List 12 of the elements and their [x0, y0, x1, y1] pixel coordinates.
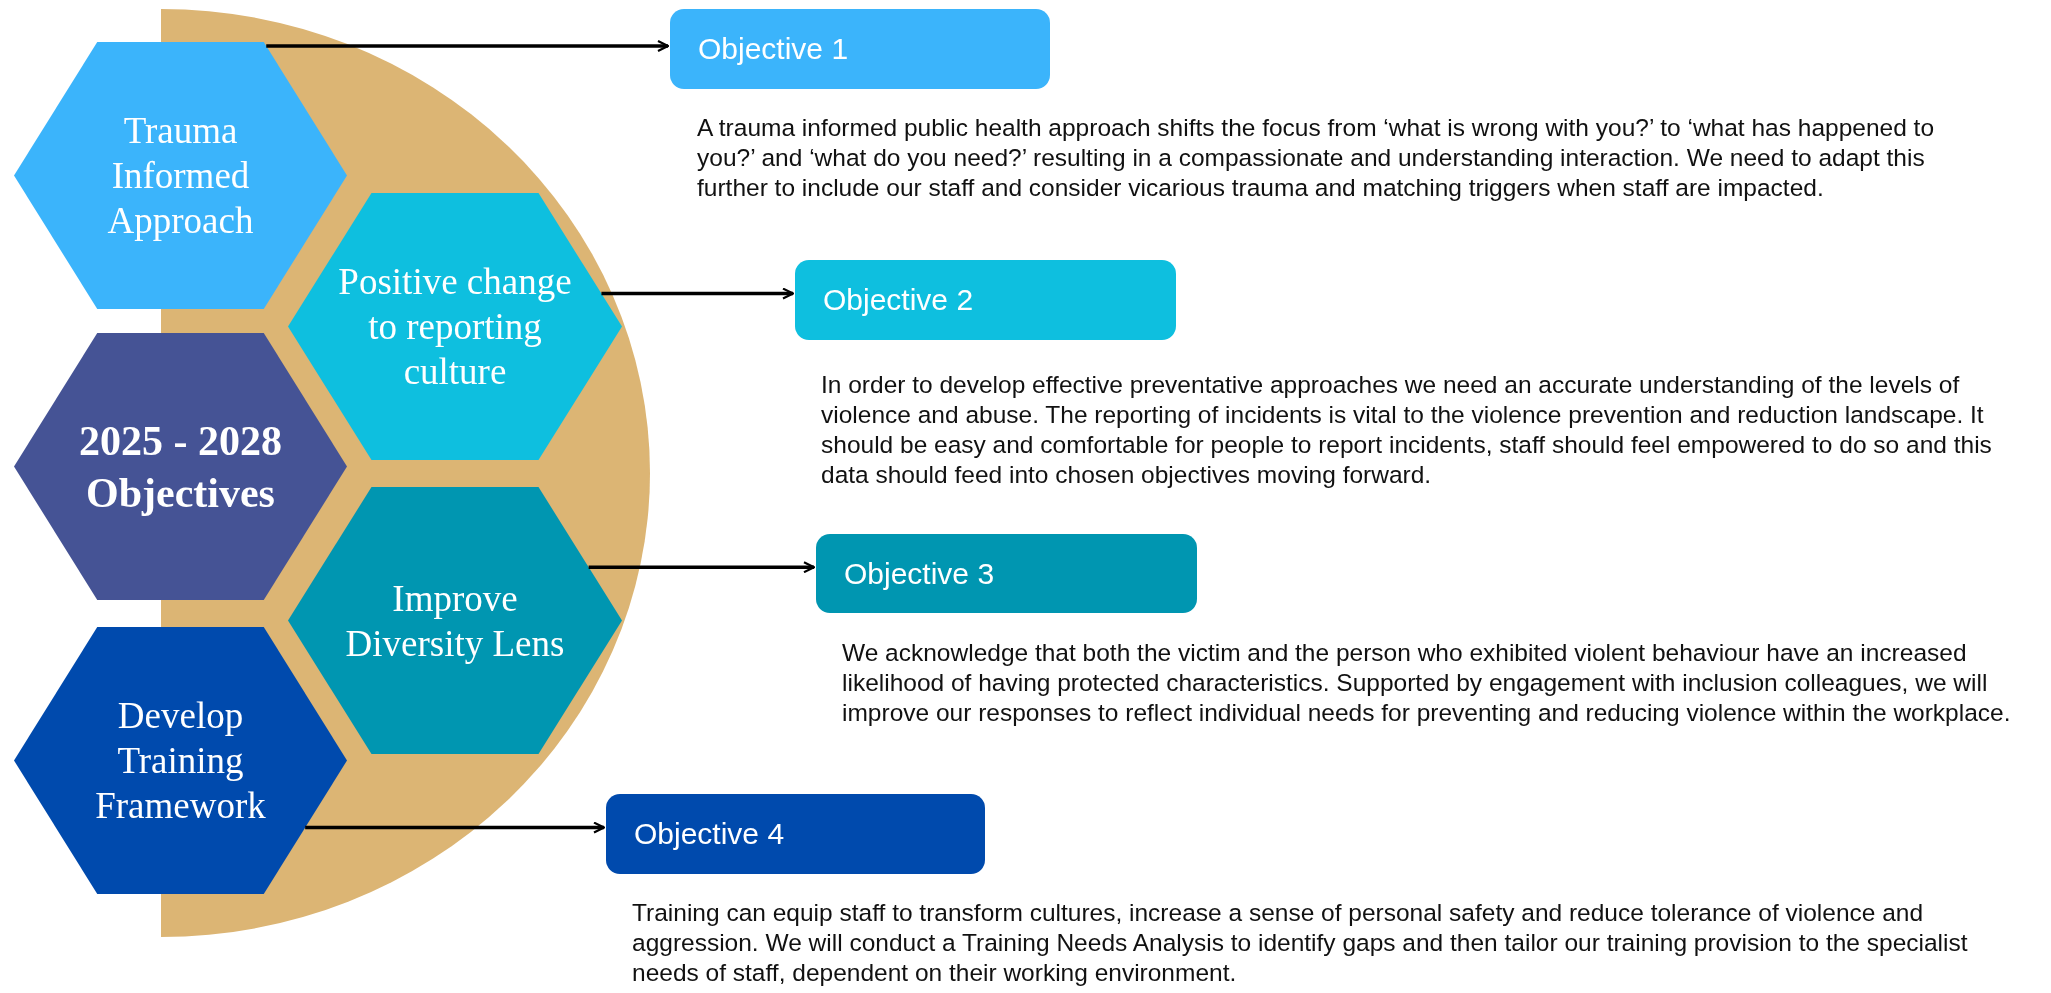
arrow	[305, 821, 606, 834]
description-text: A trauma informed public health approach shifts the focus from ‘what is wrong with you?’ to ‘what has happened to you?’ and ‘what do you need?’ resulting in a compassionate and understanding interaction. We need to adapt this further to include our staff and consider vicarious trauma and matching triggers when staff are impacted.	[697, 113, 1936, 203]
objective-label: Objective 3	[816, 534, 1197, 613]
objective-label: Objective 1	[670, 9, 1050, 89]
arrow	[588, 561, 816, 574]
arrow	[601, 287, 795, 300]
objective-label: Objective 2	[795, 260, 1176, 340]
description-text: Training can equip staff to transform cultures, increase a sense of personal safety and reduce tolerance of violence and aggression. We will conduct a Training Needs Analysis to identify gaps and then tailor our training provision to the specialist needs of staff, dependent on their working environment.	[632, 898, 1969, 988]
arrow	[266, 39, 670, 53]
objective-label: Objective 4	[606, 794, 985, 874]
description-text: We acknowledge that both the victim and the person who exhibited violent behaviour have an increased likelihood of having protected characteristics. Supported by engagement with inclusion colleagues, we will improve our responses to reflect individual needs for preventing and reducing violence within the workplace.	[842, 638, 2012, 728]
description-text: In order to develop effective preventative approaches we need an accurate understanding of the levels of violence and abuse. The reporting of incidents is vital to the violence prevention and reduction landscape. It should be easy and comfortable for people to report incidents, staff should feel empowered to do so and this data should feed into chosen objectives moving forward.	[821, 370, 1993, 490]
